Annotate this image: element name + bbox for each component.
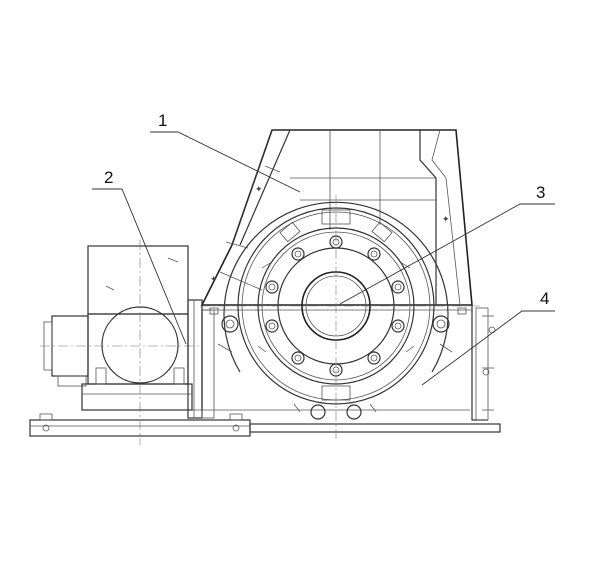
- side-bracket: [482, 315, 496, 411]
- callout-1: 1: [150, 111, 301, 193]
- lower-housing: [201, 305, 489, 421]
- feed-hopper: ✦ ✦ ✦: [200, 129, 473, 306]
- svg-text:✦: ✦: [255, 184, 263, 194]
- callout-4-label: 4: [540, 289, 549, 308]
- motor-unit: [40, 240, 200, 445]
- svg-text:✦: ✦: [210, 274, 218, 284]
- base-frame: [29, 409, 501, 437]
- callout-1-label: 1: [158, 111, 167, 130]
- callout-2: 2: [92, 168, 187, 345]
- svg-text:✦: ✦: [442, 214, 450, 224]
- callout-3: 3: [339, 183, 555, 305]
- callout-2-label: 2: [104, 168, 113, 187]
- rotor-assembly: [200, 195, 480, 440]
- callout-4: 4: [421, 289, 555, 386]
- callout-3-label: 3: [536, 183, 545, 202]
